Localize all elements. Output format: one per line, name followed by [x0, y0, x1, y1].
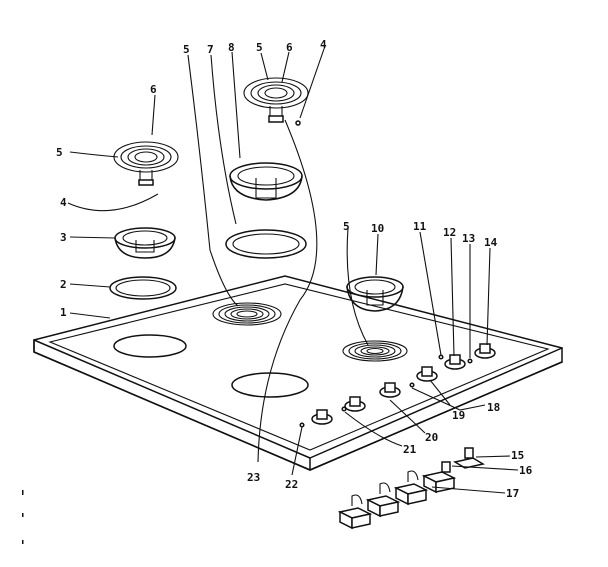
- callout-13: 13: [462, 232, 475, 245]
- callout-labels: 1 2 3 4 4 5 5 5 5 6 6 7 8 10 11 12 13 14…: [56, 38, 533, 500]
- switch-2: [365, 482, 401, 518]
- callout-18: 18: [487, 401, 500, 414]
- cutout-left-front: [113, 334, 187, 358]
- callout-3: 3: [60, 231, 67, 244]
- callout-23: 23: [247, 471, 260, 484]
- callout-5-left: 5: [56, 146, 63, 159]
- callout-16: 16: [519, 464, 533, 477]
- callout-4-left: 4: [60, 196, 67, 209]
- leader-lines: [67, 45, 519, 494]
- surface-element-small: [342, 340, 408, 362]
- callout-12: 12: [443, 226, 456, 239]
- callout-5-right: 5: [343, 220, 350, 233]
- switch-4: [421, 461, 457, 494]
- drip-bowl-right: [346, 276, 404, 312]
- callout-2: 2: [60, 278, 67, 291]
- surface-element-large: [212, 302, 282, 326]
- callout-10: 10: [371, 222, 384, 235]
- callout-11: 11: [413, 220, 427, 233]
- callout-1: 1: [60, 306, 67, 319]
- knob-front-1: [379, 382, 401, 398]
- callout-8: 8: [228, 41, 235, 54]
- callout-7: 7: [207, 43, 214, 56]
- switch-3: [393, 470, 429, 506]
- callout-20: 20: [425, 431, 438, 444]
- infinite-switches: [337, 447, 485, 530]
- callout-14: 14: [484, 236, 498, 249]
- knob-front-2: [344, 396, 366, 412]
- callout-5-upper: 5: [183, 43, 190, 56]
- drip-bowl-left: [114, 227, 176, 259]
- knob-rear-4: [474, 343, 496, 359]
- knob-rear-3: [444, 354, 466, 370]
- callout-5-center: 5: [256, 41, 263, 54]
- switch-1: [337, 494, 373, 530]
- page-edge-marks: [22, 490, 24, 544]
- knob-rear-2: [416, 366, 438, 382]
- callout-17: 17: [506, 487, 519, 500]
- trim-ring-center: [225, 229, 307, 259]
- trim-ring-left: [109, 276, 177, 300]
- knob-front-3: [311, 409, 333, 425]
- callout-6-center: 6: [286, 41, 293, 54]
- control-knobs: [311, 343, 496, 425]
- cooktop-panel: [33, 275, 563, 471]
- element-coil-center: [243, 77, 309, 123]
- callout-4-right: 4: [320, 38, 327, 51]
- callout-19: 19: [452, 409, 465, 422]
- callout-15: 15: [511, 449, 524, 462]
- callout-21: 21: [403, 443, 417, 456]
- drip-bowl-center: [229, 162, 303, 201]
- switch-5: [453, 447, 485, 469]
- cutout-right-front: [231, 372, 309, 398]
- element-coil-left: [113, 141, 179, 186]
- callout-6-left: 6: [150, 83, 157, 96]
- callout-22: 22: [285, 478, 298, 491]
